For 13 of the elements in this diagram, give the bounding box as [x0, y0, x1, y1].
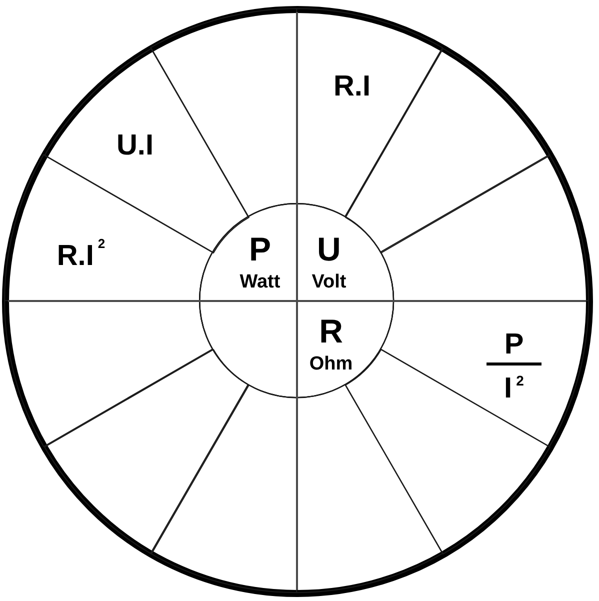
formula-numerator: P — [504, 330, 524, 360]
symbol-letter: P — [248, 232, 271, 266]
outer-circle — [2, 6, 592, 596]
formula-text: R.I — [333, 72, 371, 102]
symbol-letter: U — [317, 232, 341, 266]
unit-label: Watt — [240, 272, 280, 292]
unit-label: Ohm — [309, 354, 353, 374]
symbol-letter: R — [319, 314, 343, 348]
ring-sector — [44, 348, 250, 554]
formula-denominator: I$^{2}$ — [504, 373, 524, 404]
formula-text: U.I — [116, 131, 154, 160]
unit-label: Volt — [312, 272, 346, 292]
formula-text: R.I$^{2}$ — [56, 236, 106, 271]
